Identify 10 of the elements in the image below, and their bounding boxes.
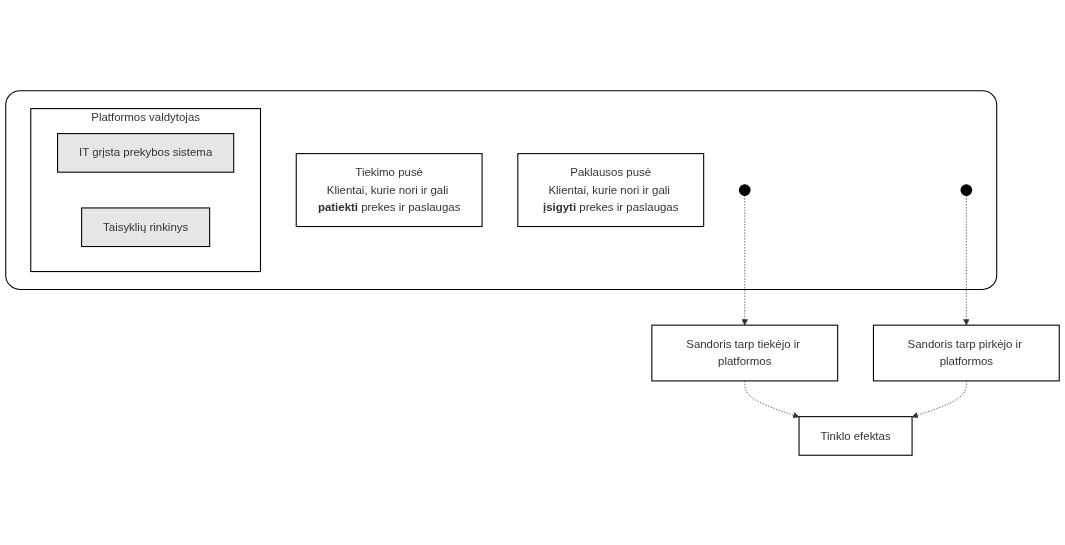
node-box: Tiekimo pusė Klientai, kurie nori ir gali patiekti prekes ir paslaugas [295,152,483,227]
cluster [5,89,998,290]
node-box: Sandoris tarp tiekėjo ir platformos [651,324,839,381]
node-box: Sandoris tarp pirkėjo ir platformos [872,324,1060,381]
node-box: IT grįsta prekybos sistema [57,132,235,173]
node-box: Tinklo efektas [798,415,913,456]
node-circle [960,183,973,196]
node-box: Taisyklių rinkinys [81,206,211,247]
node-circle [738,183,751,196]
node-box: Paklausos pusė Klientai, kurie nori ir gali įsigyti prekes ir paslaugas [517,152,705,227]
